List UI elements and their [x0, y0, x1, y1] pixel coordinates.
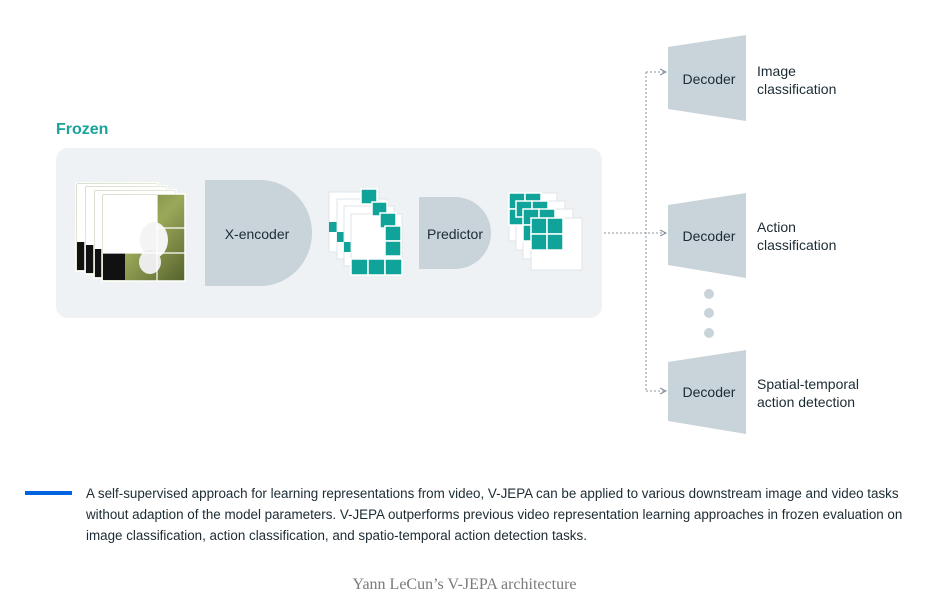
decoder-shape-action	[668, 193, 746, 278]
decoder-shape-image	[668, 35, 746, 121]
decoder-connectors	[604, 72, 666, 391]
task-label-line: Image	[757, 63, 796, 79]
description-caption: A self-supervised approach for learning …	[86, 486, 903, 543]
task-label-action: Action classification	[757, 218, 836, 254]
task-label-line: Action	[757, 219, 796, 235]
predictor-label: Predictor	[426, 226, 484, 242]
architecture-diagram	[75, 35, 746, 434]
task-label-line: action detection	[757, 394, 856, 410]
input-video-frames	[75, 182, 186, 282]
decoder-label-image: Decoder	[682, 71, 736, 87]
white-dog-image	[140, 222, 168, 258]
task-label-line: Spatial-temporal	[757, 376, 859, 392]
frozen-label: Frozen	[56, 121, 109, 138]
predicted-token-grid	[508, 192, 564, 251]
video-frame-front	[101, 193, 186, 282]
decoder-label-detection: Decoder	[682, 384, 736, 400]
decoder-shape-detection	[668, 350, 746, 434]
predicted-token-frames	[508, 192, 583, 271]
more-decoders-dots	[704, 289, 714, 338]
token-grid	[350, 188, 403, 276]
task-label-line: classification	[757, 237, 837, 253]
task-label-line: classification	[757, 81, 837, 97]
predictor-shape	[419, 197, 491, 269]
decoder-label-action: Decoder	[682, 228, 736, 244]
figure-caption: Yann LeCun’s V-JEPA architecture	[352, 576, 577, 593]
encoded-token-frames	[328, 188, 403, 276]
caption-accent-bar	[25, 491, 72, 495]
x-encoder-label: X-encoder	[224, 226, 290, 242]
x-encoder-shape	[205, 180, 312, 286]
task-label-detection: Spatial-temporal action detection	[757, 375, 859, 411]
task-label-image: Image classification	[757, 62, 836, 98]
